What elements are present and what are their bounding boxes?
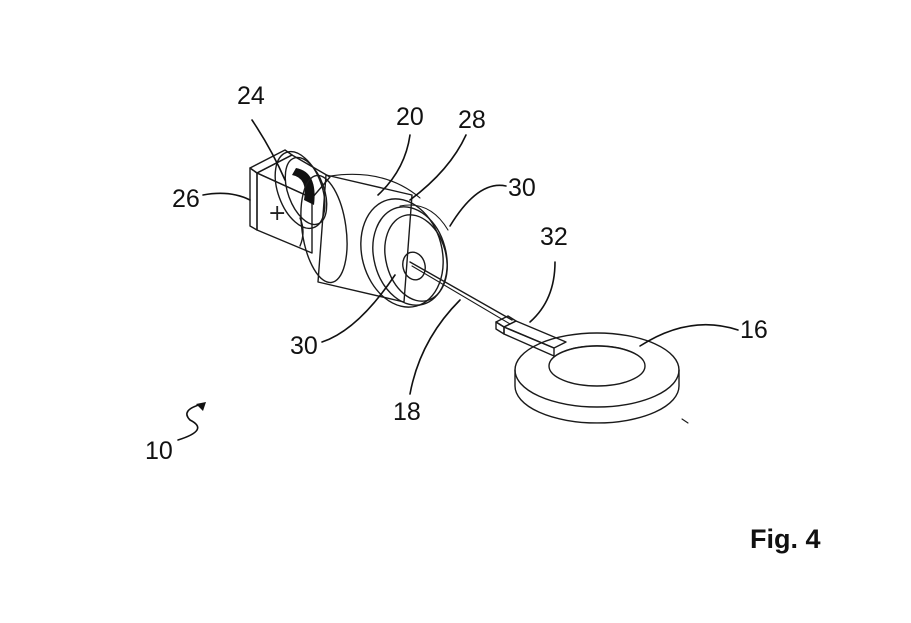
terminal-plus-sign: + bbox=[268, 201, 286, 226]
reference-numerals: 24 26 20 28 30 32 16 30 18 10 bbox=[145, 82, 768, 465]
leader-30-lower bbox=[321, 274, 396, 343]
leader-32 bbox=[529, 261, 556, 323]
arrowhead-10 bbox=[196, 402, 206, 411]
label-assembly: 10 bbox=[145, 437, 173, 465]
label-coil: 24 bbox=[237, 82, 265, 110]
label-housing: 20 bbox=[396, 103, 424, 131]
tab bbox=[495, 315, 567, 357]
leader-18 bbox=[409, 299, 461, 395]
leader-20 bbox=[377, 134, 411, 196]
leader-30-upper bbox=[449, 184, 507, 227]
leader-26 bbox=[202, 192, 251, 201]
wire bbox=[409, 261, 513, 325]
label-ring: 16 bbox=[740, 316, 768, 344]
terminal-block: + bbox=[249, 149, 331, 254]
coil bbox=[274, 150, 328, 247]
label-terminal: 26 bbox=[172, 185, 200, 213]
label-front-ring: 28 bbox=[458, 106, 486, 134]
label-flange-lower: 30 bbox=[290, 332, 318, 360]
leader-10 bbox=[177, 403, 203, 441]
label-flange-upper: 30 bbox=[508, 174, 536, 202]
figure-caption: Fig. 4 bbox=[750, 524, 821, 554]
front-flange bbox=[360, 198, 449, 308]
leader-28 bbox=[409, 134, 467, 201]
leader-lines bbox=[177, 119, 739, 441]
label-wire: 18 bbox=[393, 398, 421, 426]
ring-washer bbox=[514, 332, 689, 424]
label-tab: 32 bbox=[540, 223, 568, 251]
leader-24 bbox=[251, 119, 286, 181]
leader-16 bbox=[639, 323, 739, 347]
